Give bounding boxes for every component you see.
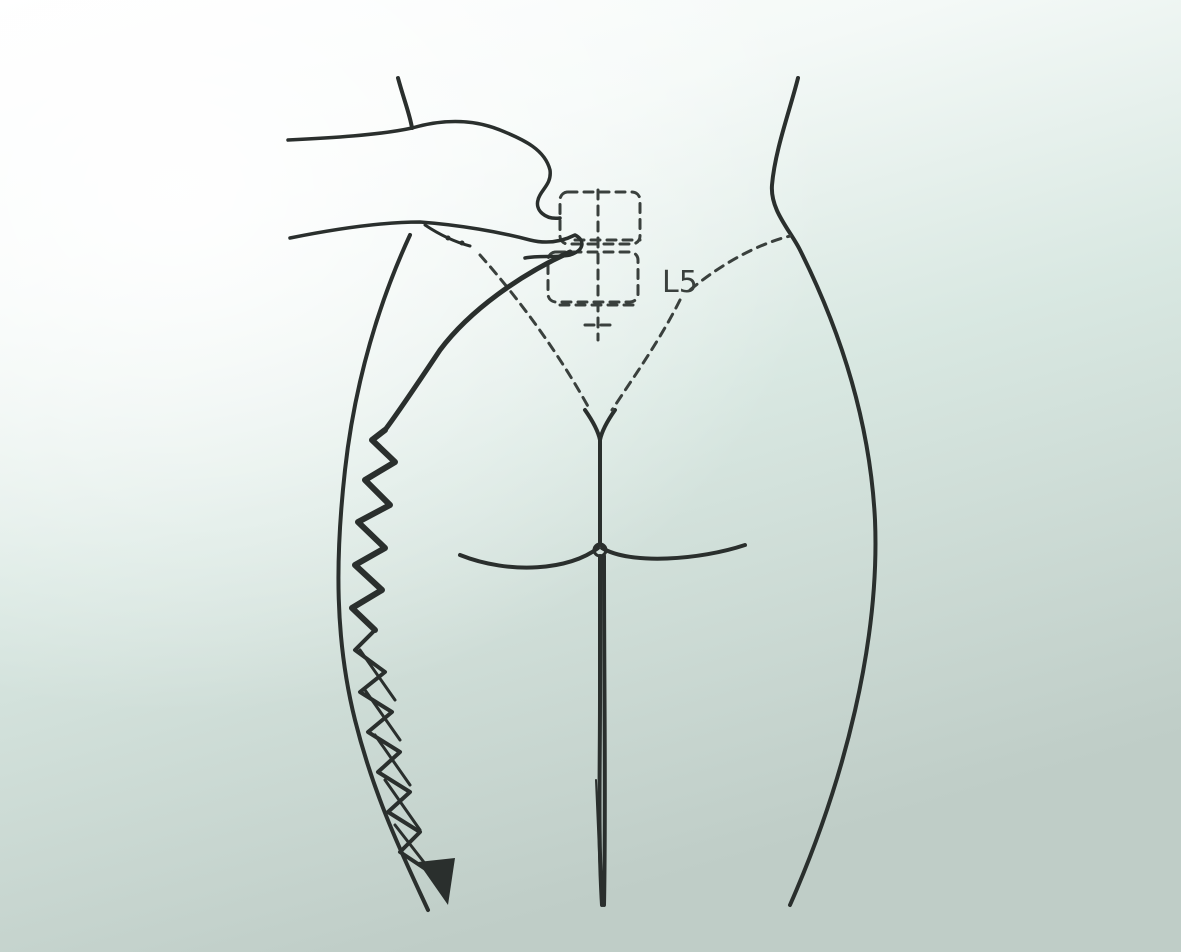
hand-icon	[288, 122, 582, 259]
gluteal-cleft	[585, 410, 615, 545]
vertebra-label-l5: L5	[662, 265, 698, 300]
iliac-crest-line	[690, 236, 790, 290]
leg-separation-line	[600, 556, 605, 905]
vertebra-icon	[548, 190, 640, 340]
right-body-contour	[772, 78, 876, 905]
sacral-triangle-right	[612, 300, 680, 410]
sacral-triangle-left	[480, 255, 590, 410]
